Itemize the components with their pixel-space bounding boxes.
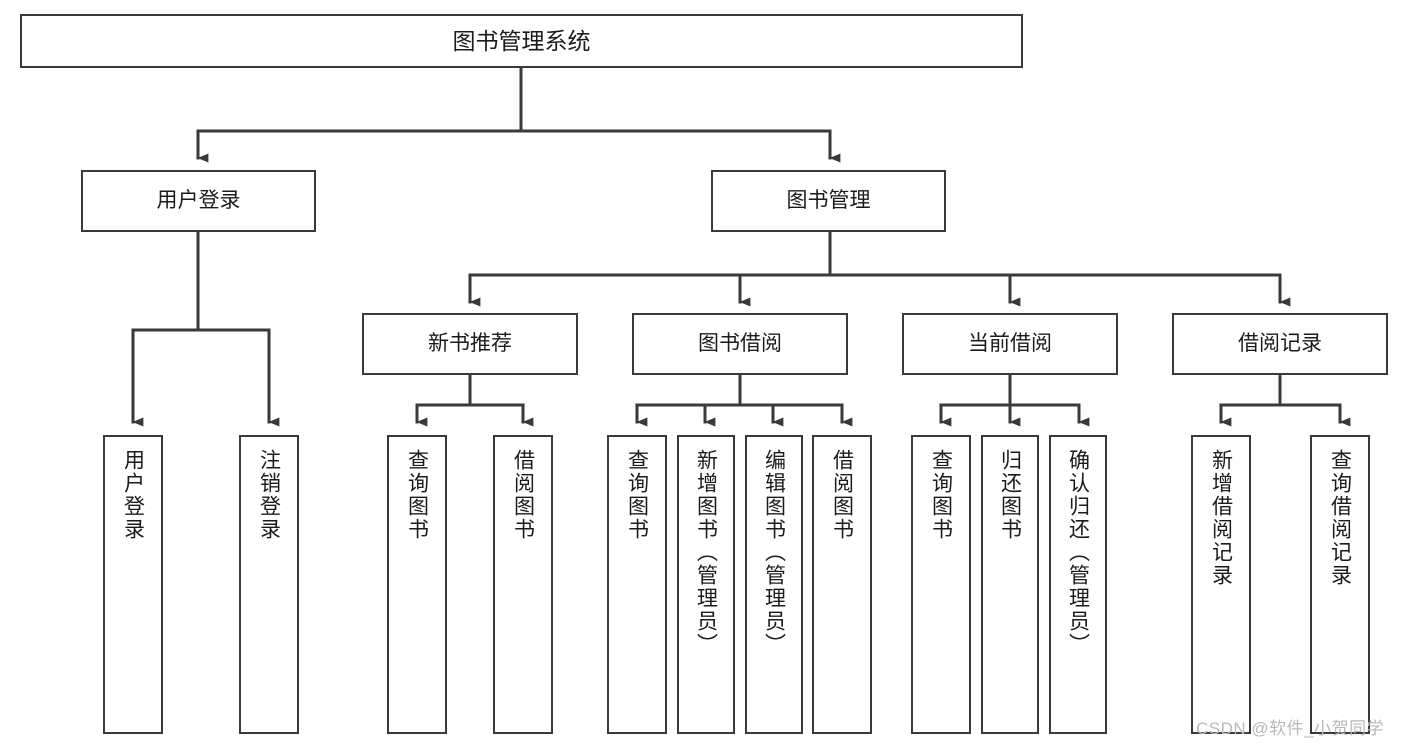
node-label: 确认归还（管理员） xyxy=(1066,449,1090,656)
node-label: 注销登录 xyxy=(257,449,281,541)
node-user-login[interactable]: 用户登录 xyxy=(81,170,316,232)
node-label: 图书管理 xyxy=(786,188,871,212)
leaf-edit-book-admin[interactable]: 编辑图书（管理员） xyxy=(745,435,803,734)
leaf-logout[interactable]: 注销登录 xyxy=(239,435,299,734)
node-label: 查询图书 xyxy=(405,449,429,541)
leaf-add-book-admin[interactable]: 新增图书（管理员） xyxy=(677,435,735,734)
node-label: 借阅记录 xyxy=(1238,331,1322,355)
leaf-add-borrow-record[interactable]: 新增借阅记录 xyxy=(1191,435,1251,734)
node-label: 用户登录 xyxy=(121,449,145,541)
node-label: 新书推荐 xyxy=(428,331,512,355)
node-label: 归还图书 xyxy=(998,449,1022,541)
leaf-query-book-borrow[interactable]: 查询图书 xyxy=(607,435,667,734)
node-label: 查询图书 xyxy=(929,449,953,541)
node-label: 查询图书 xyxy=(625,449,649,541)
leaf-borrow-book-new[interactable]: 借阅图书 xyxy=(493,435,553,734)
node-label: 图书管理系统 xyxy=(452,27,591,54)
node-label: 借阅图书 xyxy=(830,449,854,541)
node-label: 当前借阅 xyxy=(968,331,1052,355)
leaf-query-borrow-record[interactable]: 查询借阅记录 xyxy=(1310,435,1370,734)
node-book-management[interactable]: 图书管理 xyxy=(711,170,946,232)
node-book-borrow[interactable]: 图书借阅 xyxy=(632,313,848,375)
node-new-book-recommend[interactable]: 新书推荐 xyxy=(362,313,578,375)
node-root-system[interactable]: 图书管理系统 xyxy=(20,14,1023,68)
node-label: 用户登录 xyxy=(156,188,241,212)
leaf-user-login[interactable]: 用户登录 xyxy=(103,435,163,734)
node-label: 借阅图书 xyxy=(511,449,535,541)
leaf-borrow-book[interactable]: 借阅图书 xyxy=(812,435,872,734)
leaf-query-book-new[interactable]: 查询图书 xyxy=(387,435,447,734)
leaf-query-book-current[interactable]: 查询图书 xyxy=(911,435,971,734)
node-current-borrow[interactable]: 当前借阅 xyxy=(902,313,1118,375)
node-label: 新增图书（管理员） xyxy=(694,449,718,656)
node-borrow-record[interactable]: 借阅记录 xyxy=(1172,313,1388,375)
node-label: 图书借阅 xyxy=(698,331,782,355)
node-label: 编辑图书（管理员） xyxy=(762,449,786,656)
watermark-text: CSDN @软件_小贺同学 xyxy=(1196,719,1385,738)
node-label: 查询借阅记录 xyxy=(1328,449,1352,587)
leaf-confirm-return-admin[interactable]: 确认归还（管理员） xyxy=(1049,435,1107,734)
node-label: 新增借阅记录 xyxy=(1209,449,1233,587)
leaf-return-book[interactable]: 归还图书 xyxy=(981,435,1039,734)
